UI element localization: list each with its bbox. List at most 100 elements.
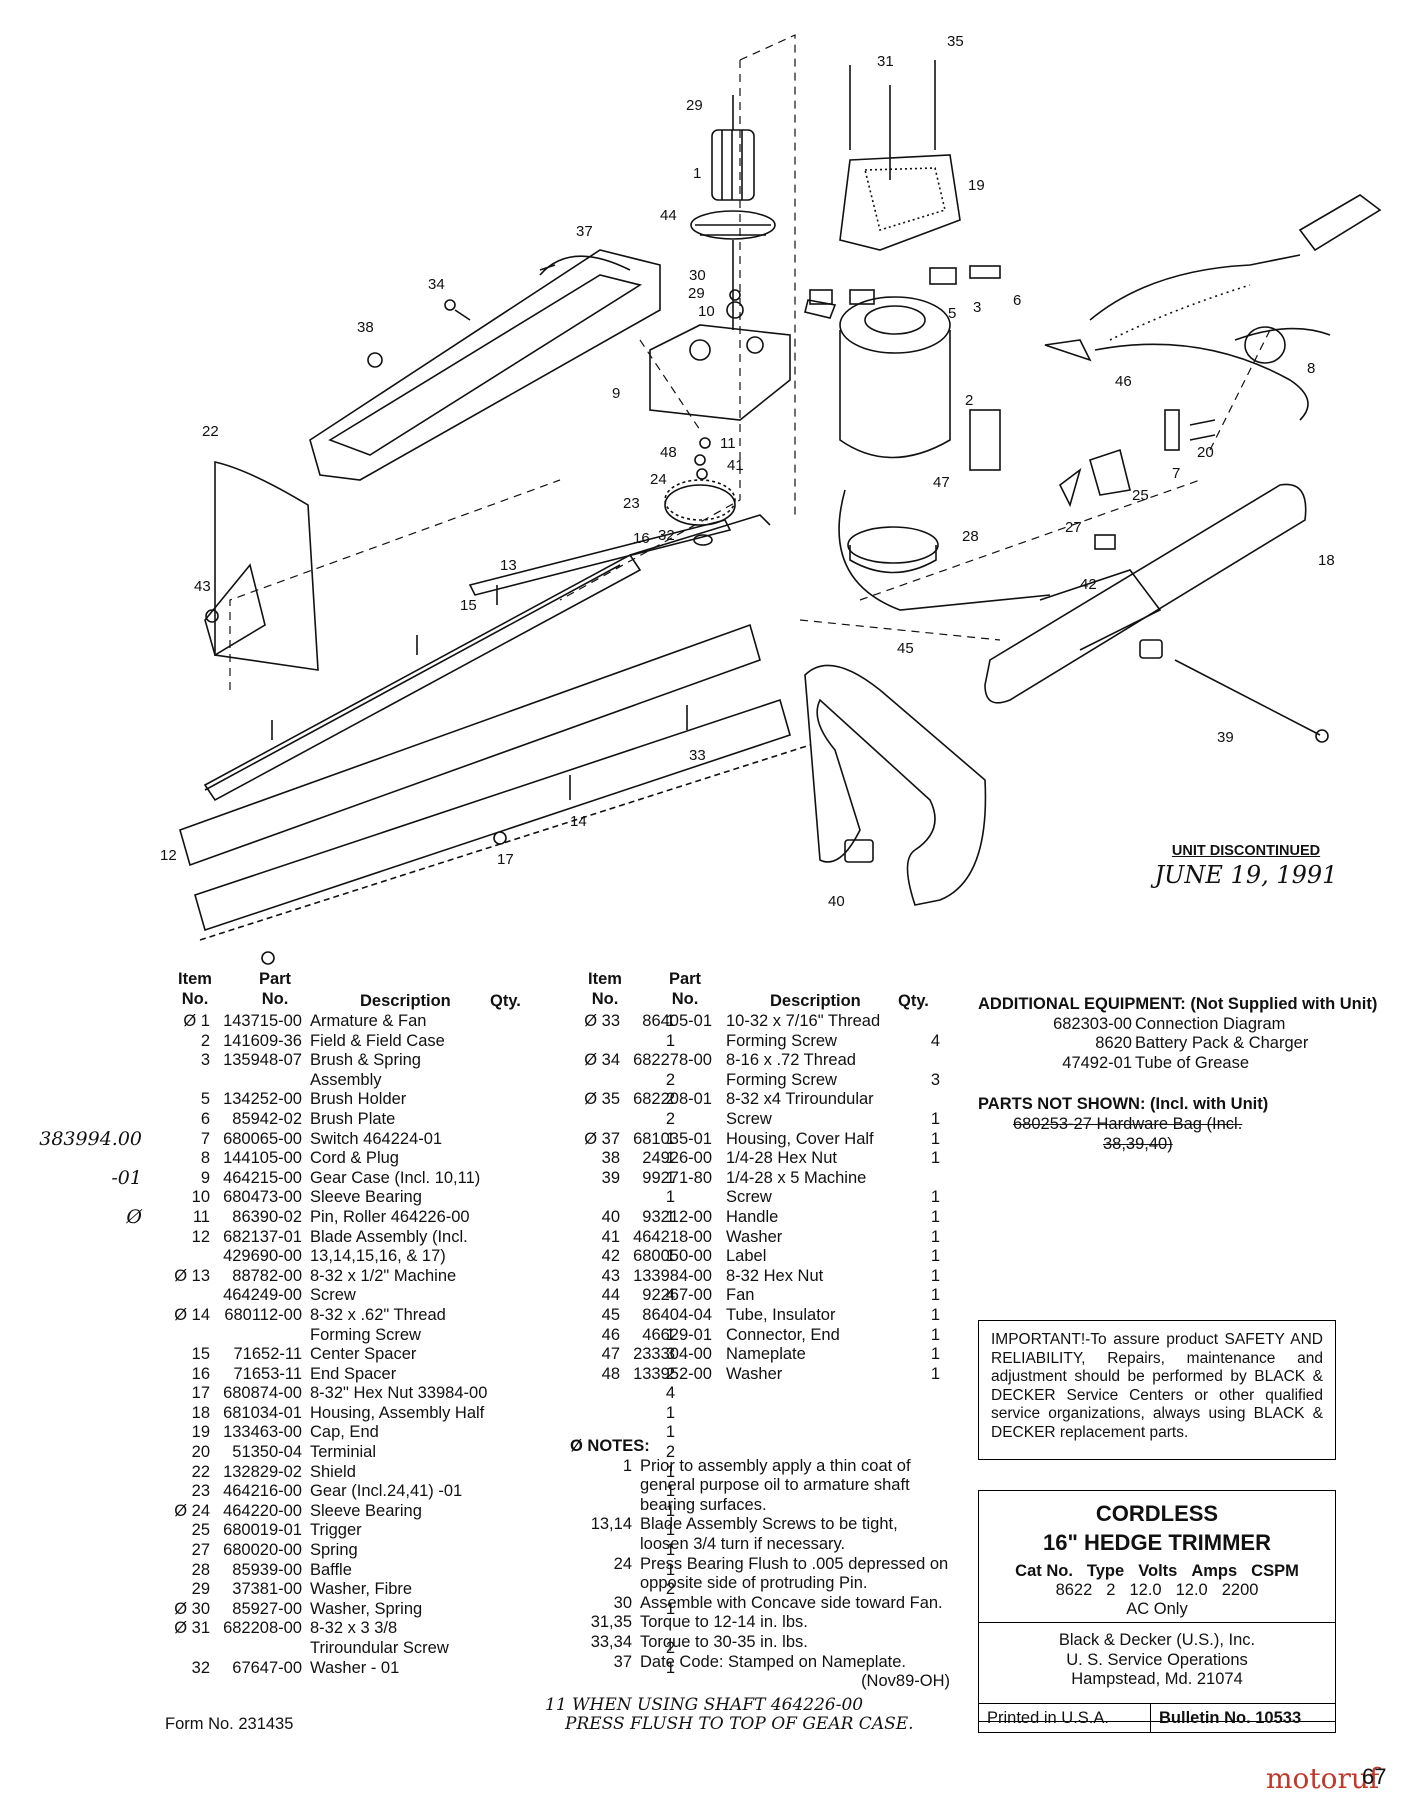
parts-qty: 2	[665, 1364, 675, 1383]
parts-qty: 1	[665, 1188, 675, 1207]
parts-qty: 1	[665, 1129, 675, 1148]
parts-desc: 8-32 x4 Triroundular	[726, 1090, 874, 1109]
parts-item: 39	[601, 1168, 620, 1187]
callout-28: 28	[962, 528, 979, 545]
parts-part: 682208-01	[633, 1090, 712, 1109]
parts-desc: Baffle	[310, 1560, 352, 1579]
callout-33: 33	[689, 747, 706, 764]
spec-values: 8622 2 12.0 12.0 2200	[979, 1581, 1335, 1600]
handle-drawing	[804, 664, 987, 906]
parts-part: 46629-01	[642, 1325, 712, 1344]
parts-desc: Label	[726, 1247, 767, 1266]
parts-desc: Forming Screw	[310, 1325, 421, 1344]
address-line2: U. S. Service Operations	[1066, 1650, 1248, 1669]
parts-qty: 4	[665, 1286, 675, 1305]
equipment-part: 682303-00	[1053, 1014, 1132, 1033]
parts-part: 92267-00	[642, 1286, 712, 1305]
parts-desc: Switch 464224-01	[310, 1129, 443, 1148]
parts-part: 86405-01	[642, 1012, 712, 1030]
parts-qty: 1	[930, 1286, 940, 1305]
parts-desc: Washer - 01	[310, 1658, 400, 1677]
callout-29a: 29	[686, 97, 703, 114]
parts-part: 132829-02	[223, 1462, 302, 1481]
callout-43: 43	[194, 578, 211, 595]
parts-desc: 13,14,15,16, & 17)	[310, 1247, 446, 1266]
parts-qty: 1	[665, 1541, 675, 1560]
additional-equipment-title: ADDITIONAL EQUIPMENT: (Not Supplied with…	[978, 995, 1378, 1013]
equipment-part: 47492-01	[1062, 1053, 1132, 1072]
important-notice: IMPORTANT!-To assure product SAFETY AND …	[978, 1320, 1336, 1460]
product-title-line1: CORDLESS	[1095, 1501, 1219, 1526]
parts-desc: Cap, End	[310, 1423, 379, 1442]
exploded-parts-diagram: 1 2 3 5 6 7 8 9 10 11 12 13 14 16 15 17 …	[160, 33, 1382, 965]
parts-desc: Housing, Cover Half	[726, 1129, 874, 1148]
notes-title: Ø NOTES:	[570, 1437, 650, 1455]
parts-item: 10	[191, 1188, 210, 1207]
note-text: Prior to assembly apply a thin coat of g…	[640, 1456, 911, 1514]
parts-part: 71652-11	[233, 1345, 302, 1364]
discontinued-label: UNIT DISCONTINUED	[1171, 843, 1321, 859]
parts-desc: Brush Holder	[310, 1090, 407, 1109]
parts-item: Ø 1	[183, 1012, 210, 1030]
parts-qty: 1	[665, 1423, 675, 1442]
spec-header-cat: Cat No.	[1015, 1562, 1073, 1580]
header-item: Item No.	[178, 970, 212, 1008]
field-case-drawing	[839, 296, 951, 459]
parts-item: Ø 35	[584, 1090, 620, 1109]
parts-desc: Pin, Roller 464226-00	[310, 1207, 470, 1226]
parts-item: 41	[601, 1227, 620, 1246]
note-key: 13,14	[590, 1515, 632, 1534]
parts-part: 67647-00	[232, 1658, 302, 1677]
parts-not-shown-title: PARTS NOT SHOWN: (Incl. with Unit)	[978, 1095, 1269, 1114]
parts-desc: Gear Case (Incl. 10,11)	[310, 1168, 481, 1187]
callout-18: 18	[1318, 552, 1335, 569]
notes-revision: (Nov89-OH)	[861, 1672, 950, 1691]
housing-cover-half-drawing	[309, 249, 661, 481]
spec-value-volts: 12.0	[1129, 1581, 1162, 1599]
parts-desc: 8-32" Hex Nut 33984-00	[310, 1384, 488, 1403]
equipment-desc: Connection Diagram	[1135, 1014, 1286, 1033]
parts-desc: Washer, Fibre	[310, 1580, 413, 1599]
parts-qty: 1	[930, 1149, 940, 1168]
parts-qty: 1	[930, 1207, 940, 1226]
parts-part: 37381-00	[232, 1580, 302, 1599]
parts-desc: 8-32 x .62" Thread	[310, 1305, 446, 1324]
parts-item: 40	[601, 1207, 620, 1226]
parts-desc: 8-16 x .72 Thread	[726, 1051, 856, 1070]
parts-part: 680065-00	[223, 1129, 302, 1148]
callout-17: 17	[497, 851, 514, 868]
parts-item: 48	[601, 1364, 620, 1383]
parts-item: 43	[601, 1266, 620, 1285]
callout-42: 42	[1080, 576, 1097, 593]
parts-item: 22	[191, 1462, 210, 1481]
parts-part: 134252-00	[223, 1090, 302, 1109]
callout-3: 3	[973, 299, 981, 316]
spec-headers: Cat No. Type Volts Amps CSPM	[979, 1562, 1335, 1581]
